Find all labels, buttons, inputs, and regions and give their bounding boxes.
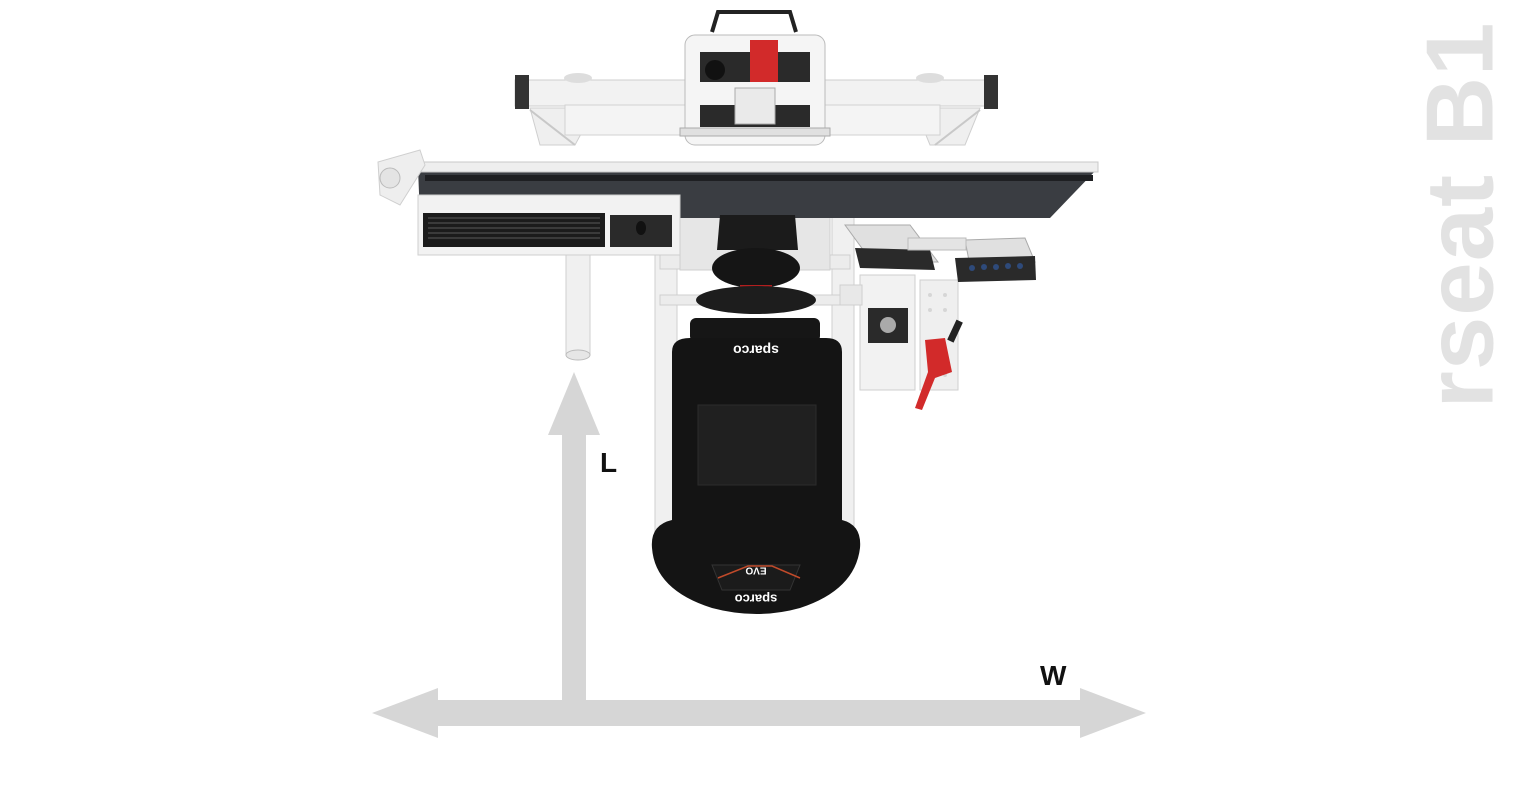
wheel-base xyxy=(696,215,816,314)
width-arrow xyxy=(372,688,1146,738)
monitor-arm xyxy=(377,149,426,206)
seat-model-logo: EVO xyxy=(745,564,766,575)
watermark-text: rseat B1 xyxy=(1406,21,1514,409)
shifter-mount xyxy=(839,274,963,410)
racing-seat xyxy=(651,318,861,614)
keyboard-tray xyxy=(417,194,681,361)
seat-brand-logo: sparco xyxy=(733,343,779,359)
product-watermark: rseat B1 xyxy=(1400,20,1520,410)
length-arrow xyxy=(548,372,600,700)
button-boxes xyxy=(844,224,1036,282)
length-axis-label: L xyxy=(600,447,618,478)
width-axis-label: W xyxy=(1040,660,1067,691)
dimension-arrows xyxy=(372,372,1146,738)
seat-brand-logo-lower: sparco xyxy=(735,591,778,606)
pedal-plate xyxy=(679,10,831,146)
